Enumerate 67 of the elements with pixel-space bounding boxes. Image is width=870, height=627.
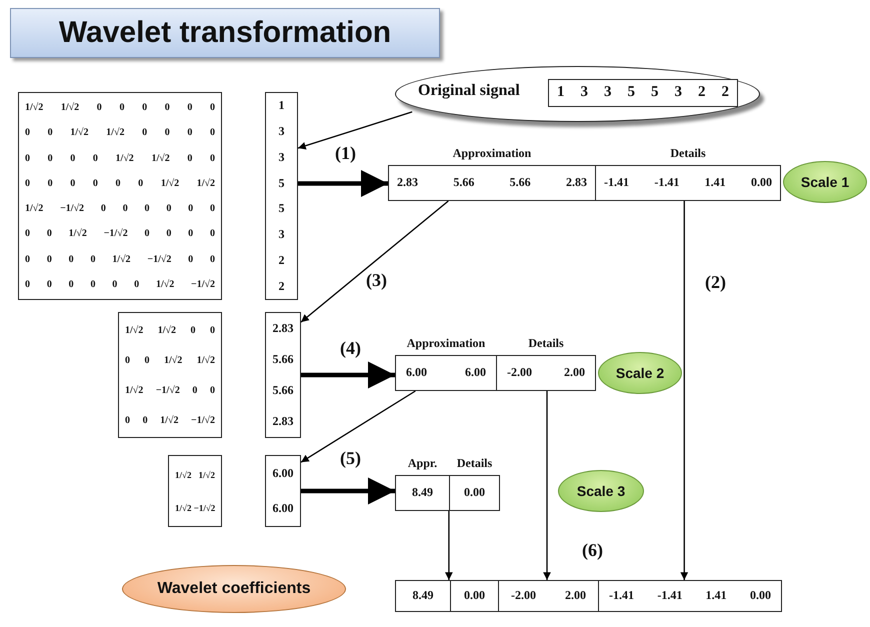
vector-box [265,455,301,527]
matrix-box [168,455,222,527]
vector-entry: 6.00 [272,501,294,516]
thick-arrow [301,478,395,504]
matrix-row: 0 0 0 0 0 0 1/√2 −1/√2 [25,278,215,290]
value-cell: -1.41 -1.41 1.41 0.00 [598,580,782,612]
value-cell: 8.49 [395,475,450,511]
vector-entry: 5 [278,201,284,216]
matrix-row: 1/√2 −1/√2 [175,502,215,512]
vector-entry: 2.83 [272,321,294,336]
matrix-row: 1/√2 −1/√2 0 0 0 0 0 0 [25,203,215,214]
signal-values: 1 3 3 5 5 3 2 2 [548,79,738,107]
value-cell: 0.00 [450,580,499,612]
matrix-row: 1/√2 1/√2 [175,470,215,480]
scale-badge: Scale 1 [783,161,867,203]
value-cell: 0.00 [449,475,500,511]
vector-entry: 3 [278,150,284,165]
value-cell: 2.83 5.66 5.66 2.83 [388,165,596,201]
matrix-row: 0 0 0 0 1/√2 1/√2 0 0 [25,152,215,164]
vector-entry: 3 [278,124,284,140]
vector-entry: 3 [278,227,284,242]
arrow [543,391,551,580]
vector-entry: 5.66 [272,352,294,367]
column-heading: Approximation [406,336,486,351]
matrix-row: 0 0 1/√2 1/√2 [125,354,215,366]
column-heading: Details [456,456,494,471]
scale-badge: Scale 3 [558,470,644,512]
signal-label: Original signal [418,82,520,100]
matrix-row: 1/√2 1/√2 0 0 [125,324,215,336]
vector-entry: 6.00 [272,466,294,481]
arrow [300,200,449,323]
column-heading: Appr. [406,456,438,471]
vector-entry: 1 [278,98,284,114]
value-cell: -2.00 2.00 [498,580,599,612]
value-cell: 6.00 6.00 [395,355,497,391]
arrow [445,511,453,580]
matrix-box [18,92,222,300]
column-heading: Details [527,336,565,351]
matrix-row: 0 0 1/√2 1/√2 0 0 0 0 [25,127,215,138]
matrix-box [118,312,222,438]
arrow [300,390,416,463]
vector-entry: 2 [278,252,284,268]
value-cell: -2.00 2.00 [496,355,596,391]
value-cell: -1.41 -1.41 1.41 0.00 [595,165,781,201]
title-banner: Wavelet transformation [10,8,440,58]
vector-entry: 5 [278,176,284,191]
matrix-row: 0 0 0 0 1/√2 −1/√2 0 0 [25,254,215,265]
arrow [680,201,688,580]
thick-arrow [298,170,388,198]
arrow [298,111,412,150]
vector-entry: 5.66 [272,383,294,398]
vector-box [265,312,301,438]
step-number: (6) [582,540,603,561]
matrix-row: 1/√2 −1/√2 0 0 [125,384,215,396]
thick-arrow [301,362,395,388]
vector-box [265,92,298,300]
scale-badge: Scale 2 [598,352,682,394]
vector-entry: 2.83 [272,414,294,429]
scale-badge: Wavelet coefficients [122,565,346,613]
matrix-row: 0 0 0 0 0 0 1/√2 1/√2 [25,178,215,189]
column-heading: Approximation [452,146,532,161]
matrix-row: 0 0 1/√2 −1/√2 [125,414,215,426]
matrix-row: 0 0 1/√2 −1/√2 0 0 0 0 [25,228,215,240]
vector-entry: 2 [278,278,284,294]
column-heading: Details [669,146,707,161]
value-cell: 8.49 [395,580,451,612]
matrix-row: 1/√2 1/√2 0 0 0 0 0 0 [25,102,215,114]
